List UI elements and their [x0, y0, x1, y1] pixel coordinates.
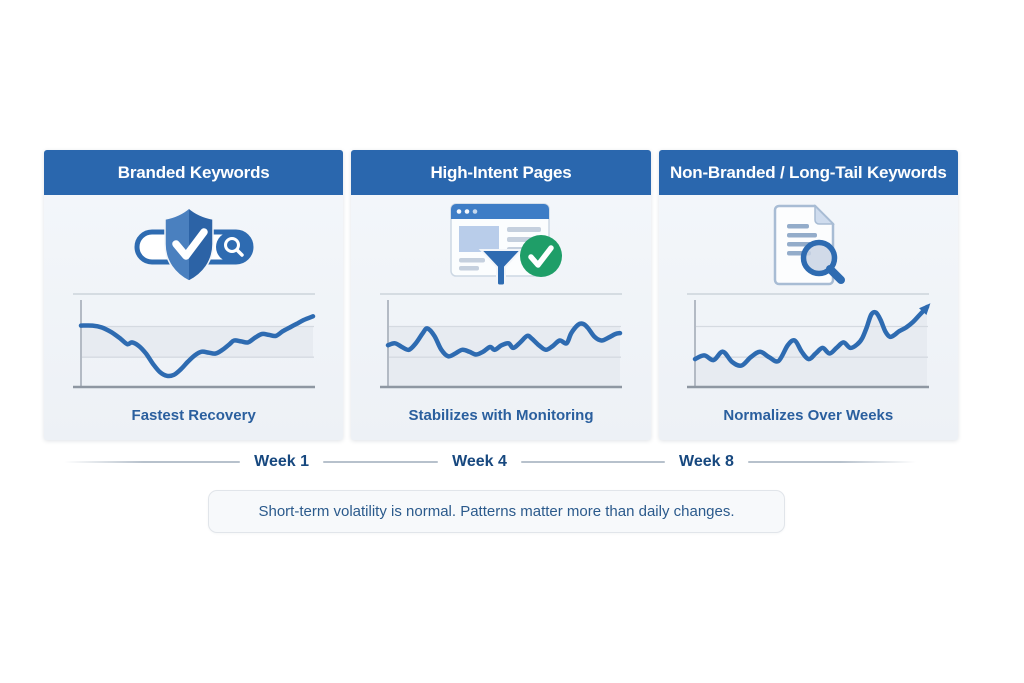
card-title: Non-Branded / Long-Tail Keywords: [670, 162, 947, 182]
card-header: Branded Keywords: [44, 150, 344, 195]
branded-keywords-sparkline: [72, 293, 315, 389]
webpage-funnel-check-icon: [437, 201, 565, 291]
card-body: Fastest Recovery: [44, 195, 344, 440]
card-caption: Fastest Recovery: [131, 407, 256, 424]
shield-check-search-icon: [129, 201, 259, 291]
card-body: Stabilizes with Monitoring: [351, 195, 651, 440]
card-caption: Stabilizes with Monitoring: [408, 407, 594, 424]
timeline-label-week-1: Week 1: [254, 453, 309, 470]
card-header: High-Intent Pages: [351, 150, 651, 195]
card-body: Normalizes Over Weeks: [658, 195, 958, 440]
card-caption: Normalizes Over Weeks: [723, 407, 894, 424]
high-intent-pages-sparkline: [379, 293, 623, 389]
non-branded-keywords-sparkline: [687, 293, 931, 389]
timeline: Week 1 Week 4 Week 8: [64, 452, 916, 472]
timeline-line-segment: [747, 461, 916, 463]
card-header: Non-Branded / Long-Tail Keywords: [658, 150, 958, 195]
note-box: Short-term volatility is normal. Pattern…: [208, 490, 785, 533]
cards-row: Branded Keywords: [44, 150, 958, 440]
card-title: High-Intent Pages: [430, 162, 572, 182]
note-text: Short-term volatility is normal. Pattern…: [258, 503, 735, 520]
timeline-line-segment: [520, 461, 666, 463]
timeline-line-segment: [64, 461, 241, 463]
card-non-branded-keywords: Non-Branded / Long-Tail Keywords: [658, 150, 958, 440]
timeline-label-week-4: Week 4: [452, 453, 507, 470]
card-high-intent-pages: High-Intent Pages: [351, 150, 651, 440]
timeline-line-segment: [322, 461, 439, 463]
card-branded-keywords: Branded Keywords: [44, 150, 344, 440]
document-magnifier-icon: [753, 201, 863, 291]
card-title: Branded Keywords: [117, 162, 270, 182]
timeline-label-week-8: Week 8: [679, 453, 734, 470]
